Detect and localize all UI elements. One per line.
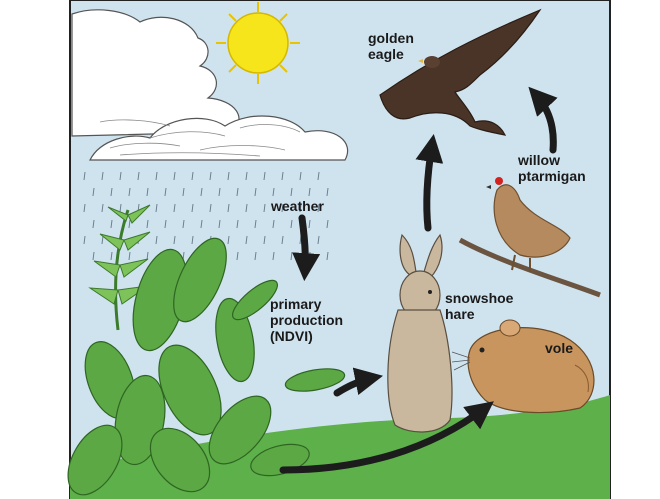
label-eagle-line-1: golden (368, 30, 414, 46)
rain-drop (263, 171, 266, 181)
rain-drop (254, 187, 257, 197)
rain-drop (101, 235, 104, 245)
rain-drop (263, 235, 266, 245)
rain-drop (326, 219, 329, 229)
rain-drop (317, 203, 320, 213)
label-primary-line-2: production (270, 312, 344, 328)
eagle-icon (379, 8, 542, 136)
rain-drop (272, 251, 275, 261)
rain-drop (155, 171, 158, 181)
rain-drop (200, 219, 203, 229)
label-primary-line-3: (NDVI) (270, 328, 313, 344)
vole-icon (451, 319, 595, 414)
label-golden-eagle: golden eagle (368, 30, 414, 62)
rain-drop (290, 219, 293, 229)
rain-drop (128, 187, 131, 197)
label-ptarmigan-line-1: willow (518, 152, 560, 168)
rain-drop (272, 187, 275, 197)
rain-drop (326, 187, 329, 197)
hare-icon (387, 233, 453, 433)
label-willow-ptarmigan: willow ptarmigan (518, 152, 586, 184)
rain-drop (155, 203, 158, 213)
rain-drop (227, 203, 230, 213)
rain-drop (245, 171, 248, 181)
rain-drop (83, 171, 86, 181)
rain-drop (92, 187, 95, 197)
label-eagle-line-2: eagle (368, 46, 404, 62)
rain-drop (209, 203, 212, 213)
rain-drop (182, 187, 185, 197)
rain-drop (290, 187, 293, 197)
rain-drop (299, 203, 302, 213)
rain-drop (83, 235, 86, 245)
ptarmigan-icon (486, 177, 571, 272)
label-weather: weather (271, 198, 324, 214)
rain-drop (191, 203, 194, 213)
rain-drop (281, 171, 284, 181)
rain-drop (83, 203, 86, 213)
rain-drop (245, 235, 248, 245)
rain-drop (92, 219, 95, 229)
label-hare-line-2: hare (445, 306, 475, 322)
rain-drop (317, 235, 320, 245)
rain-drop (308, 187, 311, 197)
rain-drop (128, 219, 131, 229)
rain-drop (191, 171, 194, 181)
rain-drop (191, 235, 194, 245)
rain-drop (209, 171, 212, 181)
arrow-icon (279, 86, 558, 474)
rain-drop (146, 251, 149, 261)
rain-drop (236, 251, 239, 261)
rain-drop (164, 219, 167, 229)
rain-drop (155, 235, 158, 245)
rain-drop (281, 235, 284, 245)
label-hare-line-1: snowshoe (445, 290, 514, 306)
rain-drop (173, 235, 176, 245)
rain-drop (236, 187, 239, 197)
rain-drop (281, 203, 284, 213)
rain-drop (236, 219, 239, 229)
rain-drop (128, 251, 131, 261)
label-ptarmigan-line-2: ptarmigan (518, 168, 586, 184)
rain-drop (164, 187, 167, 197)
rain-drop (218, 219, 221, 229)
rain-drop (182, 219, 185, 229)
rain-drop (110, 187, 113, 197)
rain-drop (272, 219, 275, 229)
label-snowshoe-hare: snowshoe hare (445, 290, 513, 322)
rain-drop (290, 251, 293, 261)
rain-drop (227, 171, 230, 181)
rain-drop (92, 251, 95, 261)
rain-drop (101, 203, 104, 213)
sun-icon (216, 2, 300, 84)
rain-drop (263, 203, 266, 213)
rain-drop (173, 203, 176, 213)
label-primary-line-1: primary (270, 296, 322, 312)
rain-drop (254, 251, 257, 261)
rain-drop (299, 171, 302, 181)
rain-drop (146, 219, 149, 229)
rain-drop (308, 219, 311, 229)
plant-icon (67, 204, 346, 496)
rain-drop (254, 219, 257, 229)
rain-drop (110, 219, 113, 229)
label-vole: vole (545, 340, 574, 356)
rain-drop (200, 187, 203, 197)
rain-drop (218, 187, 221, 197)
rain-drop (146, 187, 149, 197)
rain-drop (173, 171, 176, 181)
rain-drop (101, 171, 104, 181)
rain-drop (137, 171, 140, 181)
rain-drop (110, 251, 113, 261)
rain-drop (119, 203, 122, 213)
rain-drop (326, 251, 329, 261)
rain-drop (245, 203, 248, 213)
rain-drop (119, 171, 122, 181)
rain-drop (227, 235, 230, 245)
label-primary-production: primary production (NDVI) (270, 296, 343, 344)
cloud-icon (71, 9, 349, 161)
rain-drop (317, 171, 320, 181)
